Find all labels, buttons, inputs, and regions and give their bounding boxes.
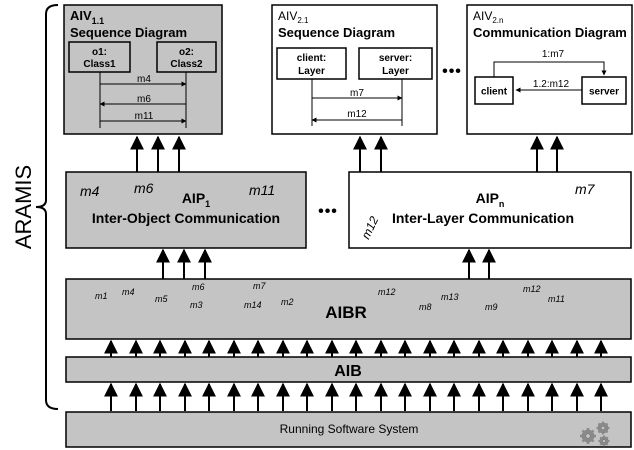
lifeline-server-box	[358, 47, 433, 80]
aip-n-panel: m7 m12 AIPn Inter-Layer Communication	[348, 171, 632, 249]
lifeline-client-label: client:	[297, 53, 326, 64]
aiv-2-n-panel: AIV2.n Communication Diagram client serv…	[466, 4, 633, 135]
aiv-1-1-id: AIV1.1	[70, 8, 104, 26]
aramis-label: ARAMIS	[11, 165, 36, 249]
lifeline-server-label-2: Layer	[382, 66, 409, 77]
node-server	[581, 76, 627, 105]
aiv-1-1-msg-m11-label: m11	[135, 111, 154, 122]
aiv-2-n-id: AIV2.n	[473, 9, 503, 25]
aiv-1-1-panel: AIV1.1 Sequence Diagram o1: Class1 o2: C…	[63, 4, 223, 135]
lifeline-o2-label-2: Class2	[170, 59, 203, 70]
lifeline-server-label: server:	[379, 53, 412, 64]
aibr-msg: m2	[281, 297, 294, 307]
aibr-msg: m14	[244, 300, 262, 310]
aibr-msg: m8	[419, 302, 432, 312]
aiv-1-1-title: Sequence Diagram	[70, 25, 187, 40]
aip-n-name: AIPn	[476, 190, 505, 209]
aibr-msg: m12	[378, 287, 396, 297]
running-software-panel: Running Software System	[65, 411, 632, 448]
arrows-aib-to-aibr	[104, 339, 608, 357]
aibr-msg: m7	[253, 281, 266, 291]
aibr-msg: m5	[155, 294, 168, 304]
aiv-1-1-msg-m6-label: m6	[137, 94, 151, 105]
aip-1-msg-m4: m4	[80, 183, 100, 199]
aibr-panel: AIBR m1 m4 m5 m6 m3 m7 m14 m2 m12 m8 m13…	[65, 278, 632, 340]
arrows-aip-to-aiv	[130, 135, 564, 172]
aibr-msg: m1	[95, 291, 108, 301]
lifeline-o2-label: o2:	[179, 47, 194, 58]
lifeline-o1-label: o1:	[92, 47, 107, 58]
aibr-msg: m6	[192, 282, 205, 292]
lifeline-client-label-2: Layer	[298, 66, 325, 77]
aiv-2-1-id: AIV2.1	[278, 9, 309, 25]
gears-icon	[580, 421, 610, 447]
aibr-msg: m9	[485, 302, 498, 312]
aiv-2-1-panel: AIV2.1 Sequence Diagram client: Layer se…	[271, 4, 438, 135]
aip-1-msg-m11: m11	[249, 182, 275, 198]
aip-n-title: Inter-Layer Communication	[392, 210, 574, 226]
aip-1-title: Inter-Object Communication	[92, 210, 280, 226]
lifeline-o1-box	[68, 41, 131, 73]
aib-label: AIB	[334, 363, 362, 380]
aiv-2-n-title: Communication Diagram	[473, 25, 627, 40]
lifeline-o2-box	[156, 41, 217, 73]
aip-1-msg-m6: m6	[134, 180, 154, 196]
aiv-ellipsis: •••	[442, 63, 462, 80]
aibr-msg: m4	[122, 287, 135, 297]
aiv-2-1-msg-m7-label: m7	[350, 88, 364, 99]
running-software-label: Running Software System	[280, 422, 419, 436]
aiv-2-1-title: Sequence Diagram	[278, 25, 395, 40]
aib-panel: AIB	[65, 356, 632, 383]
comm-link-top	[493, 61, 607, 77]
aiv-2-1-msg-m12-label: m12	[347, 109, 367, 120]
aibr-msg: m13	[441, 292, 459, 302]
comm-msg-top-label: 1:m7	[542, 49, 565, 60]
aibr-msg: m11	[548, 294, 565, 304]
aip-ellipsis: •••	[318, 203, 338, 220]
aibr-msg: m3	[190, 300, 203, 310]
arrows-running-to-aib	[104, 382, 608, 411]
aramis-brace	[35, 4, 59, 410]
aibr-msg: m12	[523, 284, 541, 294]
aip-1-name: AIP1	[182, 190, 210, 209]
node-client	[474, 76, 514, 105]
aibr-label: AIBR	[325, 303, 367, 322]
aip-1-panel: m4 m6 m11 AIP1 Inter-Object Communicatio…	[65, 171, 307, 249]
aip-n-msg-m7: m7	[575, 181, 596, 197]
comm-msg-bottom-label: 1.2:m12	[533, 79, 570, 90]
arrows-aibr-to-aip	[156, 248, 496, 279]
lifeline-o1-label-2: Class1	[83, 59, 116, 70]
node-client-label: client	[481, 87, 508, 98]
aiv-1-1-msg-m4-label: m4	[137, 74, 151, 85]
node-server-label: server	[589, 87, 619, 98]
